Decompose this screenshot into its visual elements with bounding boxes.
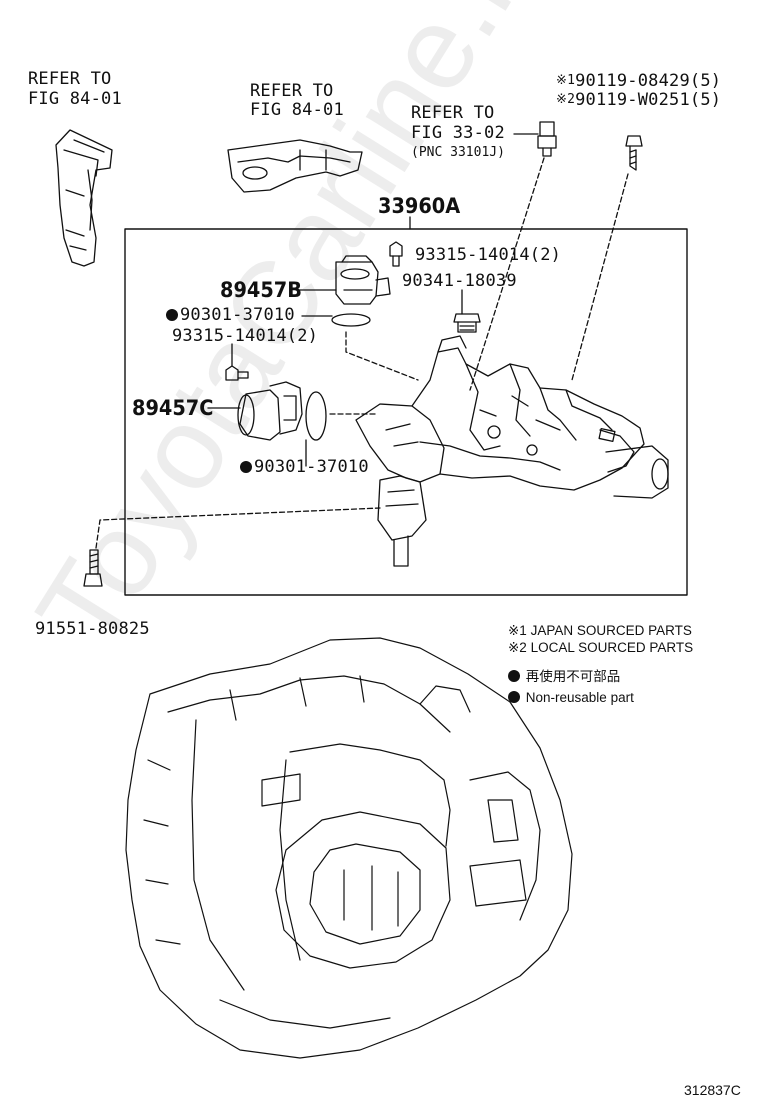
- part-oring-bottom: 90301-37010: [254, 457, 369, 477]
- part-sensor-b: 89457B: [220, 278, 302, 302]
- legend-nonreuse-jp-row: 再使用不可部品: [508, 670, 620, 684]
- bolt-japan-part: 90119-08429(5): [575, 71, 722, 91]
- ref-right-line2: FIG 33-02: [411, 123, 505, 143]
- part-screw-left: 93315-14014(2): [172, 326, 319, 346]
- shift-actuator-assembly: [355, 335, 669, 567]
- assembly-frame: [124, 228, 688, 596]
- screw-top: [389, 241, 403, 267]
- part-oring-top: 90301-37010: [180, 305, 295, 325]
- bolt-local-mark: ※2: [556, 92, 576, 107]
- nonreuse-dot-icon: [508, 691, 520, 703]
- part-sensor-c: 89457C: [132, 396, 214, 420]
- nonreuse-dot-icon: [240, 461, 252, 473]
- legend-nonreuse-en: Non-reusable part: [525, 690, 634, 705]
- nonreuse-dot-icon: [508, 670, 520, 682]
- part-plug: 90341-18039: [402, 271, 517, 291]
- legend-japan: ※1 JAPAN SOURCED PARTS: [508, 623, 692, 638]
- switch-part: [513, 121, 557, 157]
- transmission-case: [125, 637, 573, 1059]
- bolt-local-label: ※290119-W0251(5): [556, 92, 721, 109]
- oring-bottom: [305, 391, 327, 441]
- sensor-c-part: [237, 381, 303, 441]
- plug-part: [453, 313, 481, 333]
- nonreuse-dot-icon: [166, 309, 178, 321]
- oring-top: [331, 313, 371, 327]
- legend-local: ※2 LOCAL SOURCED PARTS: [508, 640, 694, 655]
- ref-right-line1: REFER TO: [411, 103, 495, 123]
- screw-left: [225, 365, 249, 381]
- part-oring-top-label: 90301-37010: [166, 307, 295, 324]
- part-screw-top: 93315-14014(2): [415, 245, 562, 265]
- ref-left-line1: REFER TO: [28, 69, 112, 89]
- bolt-top-right: [625, 135, 643, 171]
- figure-id: 312837C: [684, 1082, 741, 1098]
- ref-left-line2: FIG 84-01: [28, 89, 122, 109]
- bolt-japan-mark: ※1: [556, 73, 576, 88]
- ref-mid-line2: FIG 84-01: [250, 100, 344, 120]
- bolt-local-part: 90119-W0251(5): [575, 90, 722, 110]
- part-bolt-bottom: 91551-80825: [35, 619, 150, 639]
- ref-mid-line1: REFER TO: [250, 81, 334, 101]
- bolt-japan-label: ※190119-08429(5): [556, 73, 721, 90]
- assembly-label: 33960A: [378, 194, 461, 218]
- sensor-b-part: [335, 255, 391, 305]
- part-oring-bottom-label: 90301-37010: [240, 459, 369, 476]
- left-bracket-part: [55, 129, 113, 267]
- bolt-bottom-left: [83, 549, 103, 587]
- legend-nonreuse-jp: 再使用不可部品: [525, 669, 621, 684]
- legend-nonreuse-en-row: Non-reusable part: [508, 691, 634, 705]
- middle-bracket-part: [227, 139, 363, 193]
- ref-right-line3: (PNC 33101J): [411, 145, 505, 160]
